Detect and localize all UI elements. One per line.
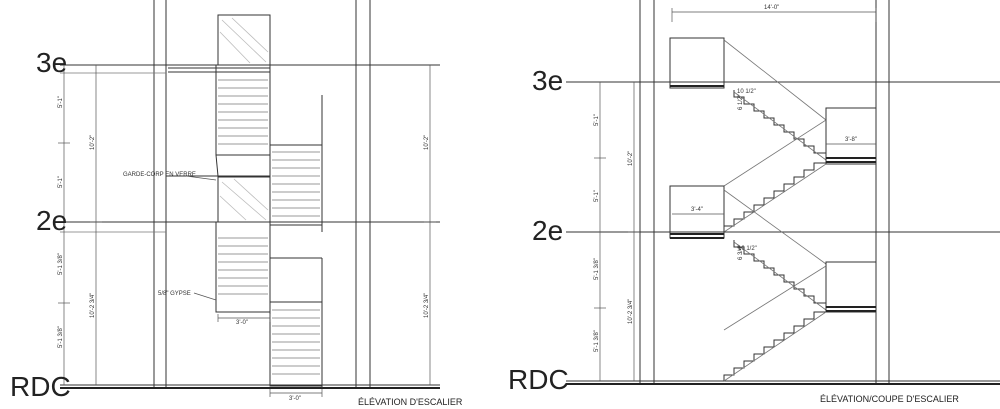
dim-text: 10'-2" — [424, 135, 430, 150]
dim-text: 5'-1" — [594, 114, 600, 126]
dim-text: 5'-1" — [58, 176, 64, 188]
right-stair-section: 3e 2e RDC 14'-0" 5'-1" 10'-2" 5'-1" 5'-1… — [508, 0, 1000, 404]
level-label-3e: 3e — [36, 47, 67, 78]
lower-flight-treads — [218, 237, 268, 295]
stair-flight-4 — [723, 265, 827, 382]
dim-text: 5'-1 3/8" — [594, 258, 600, 280]
stair-flight-3 — [723, 189, 827, 311]
level-label-rdc: RDC — [508, 364, 569, 395]
stair-flight-2 — [723, 119, 827, 233]
mid-flight-treads — [272, 151, 320, 217]
riser-dim-text: 10 1/2" — [737, 89, 756, 95]
dim-text: 5'-1" — [58, 96, 64, 108]
level-label-rdc: RDC — [10, 371, 71, 402]
level-label-2e: 2e — [532, 215, 563, 246]
level-label-3e: 3e — [532, 65, 563, 96]
upper-flight-treads — [218, 79, 268, 145]
left-stair-elevation: 3e 2e RDC 5'-1" 5'-1" 10'-2" 10'-2" 5'-1… — [10, 0, 463, 407]
drawing-caption-right: ÉLÉVATION/COUPE D'ESCALIER — [820, 394, 959, 404]
width-dim-text: 3'-0" — [236, 320, 248, 326]
dim-text: 10'-2 3/4" — [628, 299, 634, 324]
dim-text: 5'-1 3/8" — [58, 253, 64, 275]
drawing-caption-left: ÉLÉVATION D'ESCALIER — [358, 397, 463, 407]
landing-dim-text: 3'-4" — [691, 207, 703, 213]
landing-dim-text: 3'-8" — [845, 137, 857, 143]
dim-text: 10'-2" — [90, 135, 96, 150]
top-dim-text: 14'-0" — [764, 5, 779, 11]
dim-text: 10'-2 3/4" — [424, 293, 430, 318]
dim-text: 10'-2" — [628, 151, 634, 166]
riser-dim-text: 6 3/4" — [738, 245, 744, 260]
riser-dim-text: 6 1/2" — [738, 95, 744, 110]
stair-flight-1 — [723, 39, 827, 161]
note-glass-guard: GARDE-CORP EN VERRE — [123, 172, 196, 178]
dim-text: 5'-1 3/8" — [58, 326, 64, 348]
bottom-flight-treads — [272, 309, 320, 375]
note-gypsum: 5/8" GYPSE — [158, 291, 191, 297]
level-label-2e: 2e — [36, 205, 67, 236]
dim-text: 5'-1" — [594, 190, 600, 202]
dim-text: 5'-1 3/8" — [594, 330, 600, 352]
width-dim-text: 3'-0" — [289, 396, 301, 402]
dim-text: 10'-2 3/4" — [90, 293, 96, 318]
riser-dim-text: 10 1/2" — [738, 246, 757, 252]
